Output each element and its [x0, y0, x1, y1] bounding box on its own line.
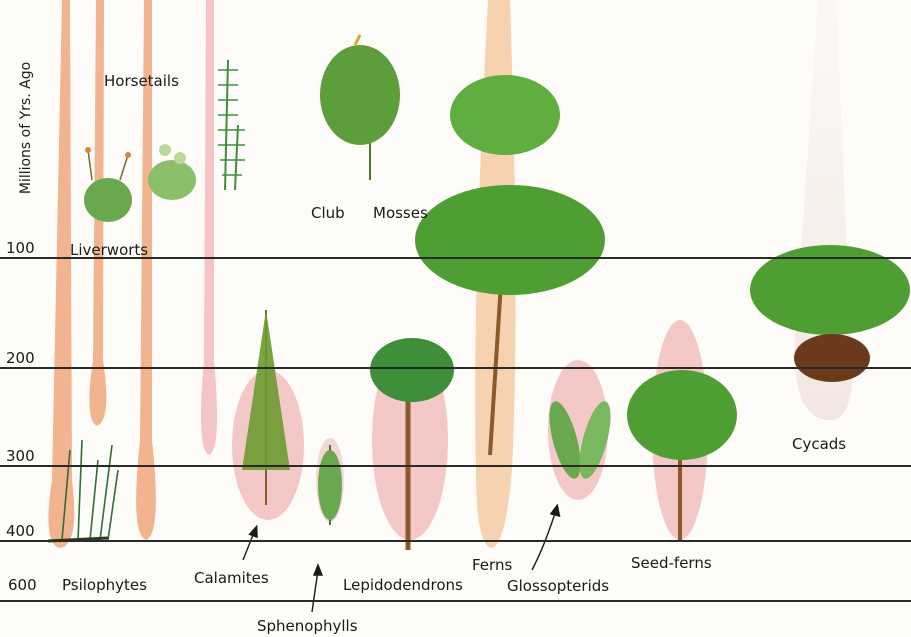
tick-300: 300	[6, 449, 35, 464]
label-glossopterids: Glossopterids	[507, 579, 609, 594]
tick-100: 100	[6, 241, 35, 256]
moss-plant	[148, 144, 196, 200]
label-sphenophylls: Sphenophylls	[257, 619, 358, 634]
club-moss-plant	[320, 35, 400, 180]
label-ferns: Ferns	[472, 558, 512, 573]
gridline-600	[0, 600, 911, 602]
horsetail-plant	[218, 60, 245, 190]
glossopterids-arrow	[532, 504, 562, 570]
tick-600: 600	[8, 578, 37, 593]
horsetail-lineage	[201, 0, 217, 455]
label-seed-ferns: Seed-ferns	[631, 556, 712, 571]
cycad-plant	[750, 245, 910, 382]
gridline-300	[0, 465, 911, 467]
y-axis-label: Millions of Yrs. Ago	[18, 62, 34, 194]
liverwort-plant	[84, 147, 132, 222]
sphenophylls-arrow	[312, 565, 322, 612]
label-club: Club	[311, 206, 345, 221]
label-horsetails: Horsetails	[104, 74, 179, 89]
label-cycads: Cycads	[792, 437, 846, 452]
label-mosses: Mosses	[373, 206, 428, 221]
label-liverworts: Liverworts	[70, 243, 148, 258]
label-lepidodendrons: Lepidodendrons	[343, 578, 463, 593]
label-calamites: Calamites	[194, 571, 269, 586]
calamites-arrow	[243, 525, 260, 560]
gridline-400	[0, 540, 911, 542]
label-psilophytes: Psilophytes	[62, 578, 147, 593]
gridline-200	[0, 367, 911, 369]
seed-fern-plant	[627, 370, 737, 540]
tick-200: 200	[6, 351, 35, 366]
tick-400: 400	[6, 524, 35, 539]
